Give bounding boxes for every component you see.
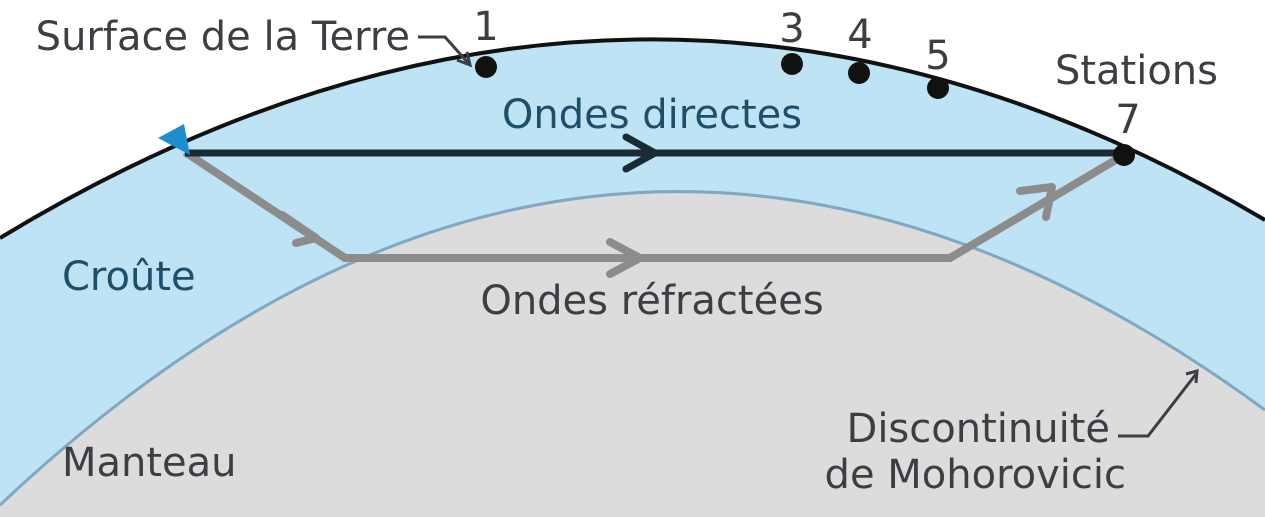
- station-label-5: 5: [925, 33, 950, 79]
- station-label-7: 7: [1115, 97, 1140, 143]
- surface-leader-arrow-icon: [456, 51, 473, 68]
- station-dot-icon: [1113, 144, 1135, 166]
- station-dot-icon: [927, 77, 949, 99]
- direct-arrow-right-icon: [622, 133, 659, 173]
- moho-boundary-line: [0, 190, 1265, 507]
- station-label-1: 1: [473, 4, 498, 50]
- stations-title: Stations: [1055, 48, 1218, 94]
- moho-leader-line: [1118, 373, 1198, 438]
- surface-label: Surface de la Terre: [36, 14, 410, 60]
- moho-label-line-1: Discontinuité: [847, 406, 1110, 452]
- station-dot-icon: [781, 53, 803, 75]
- crust-label: Croûte: [62, 254, 196, 300]
- station-label-3: 3: [779, 6, 804, 52]
- refracted-arrow-right-icon: [606, 238, 644, 278]
- epicenter-flag-icon: [158, 124, 190, 155]
- station-label-4: 4: [847, 12, 872, 58]
- station-dot-icon: [475, 56, 497, 78]
- refracted-arrow-down-icon: [278, 211, 320, 247]
- refracted-arrow-up-icon: [1016, 183, 1056, 221]
- surface-leader-line: [418, 35, 472, 66]
- earth-surface-line: [0, 37, 1265, 240]
- moho-leader-arrow-icon: [1185, 368, 1199, 384]
- mantle-region: [0, 191, 1265, 517]
- refracted-wave-ray: [182, 148, 1127, 262]
- station-dot-icon: [848, 62, 870, 84]
- mantle-label: Manteau: [62, 440, 237, 486]
- direct-waves-label: Ondes directes: [502, 92, 802, 138]
- moho-label-line-2: de Mohorovicic: [825, 452, 1126, 498]
- refracted-waves-label: Ondes réfractées: [480, 278, 823, 324]
